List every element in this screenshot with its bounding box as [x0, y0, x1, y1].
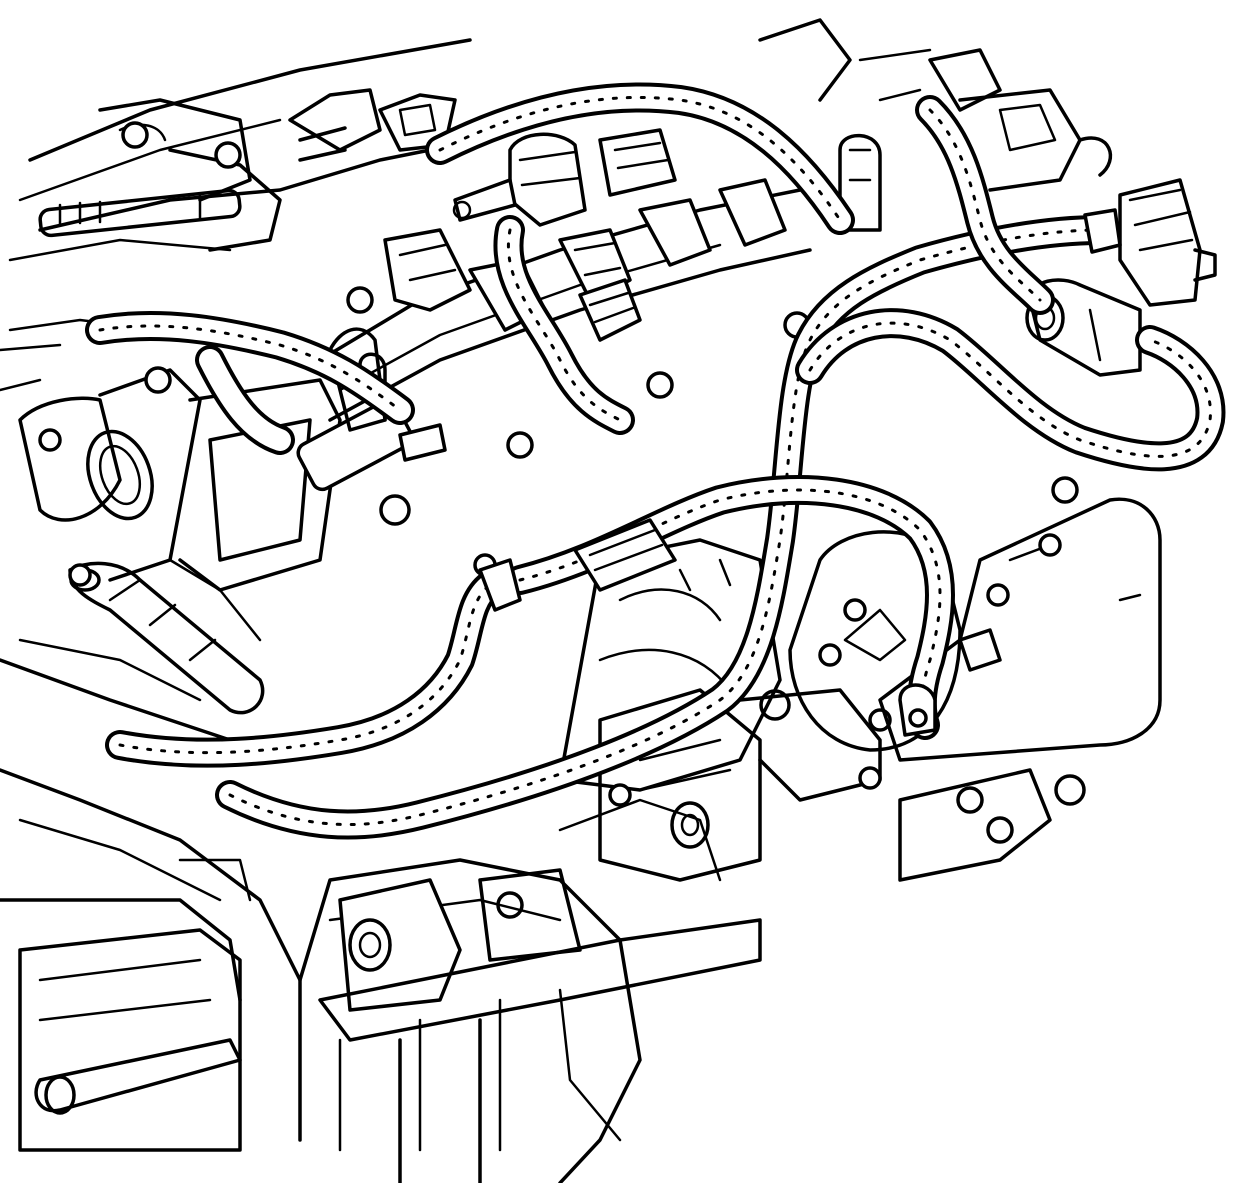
- throttle-body: [758, 18, 1112, 232]
- harness-connector: [398, 208, 1122, 737]
- oil-pan: [318, 918, 762, 1183]
- ignition-coil: [452, 128, 677, 227]
- engine-wiring-harness: [85, 82, 1226, 840]
- transmission-bellhousing: [0, 768, 302, 1152]
- mounting-bolts: [38, 121, 1086, 844]
